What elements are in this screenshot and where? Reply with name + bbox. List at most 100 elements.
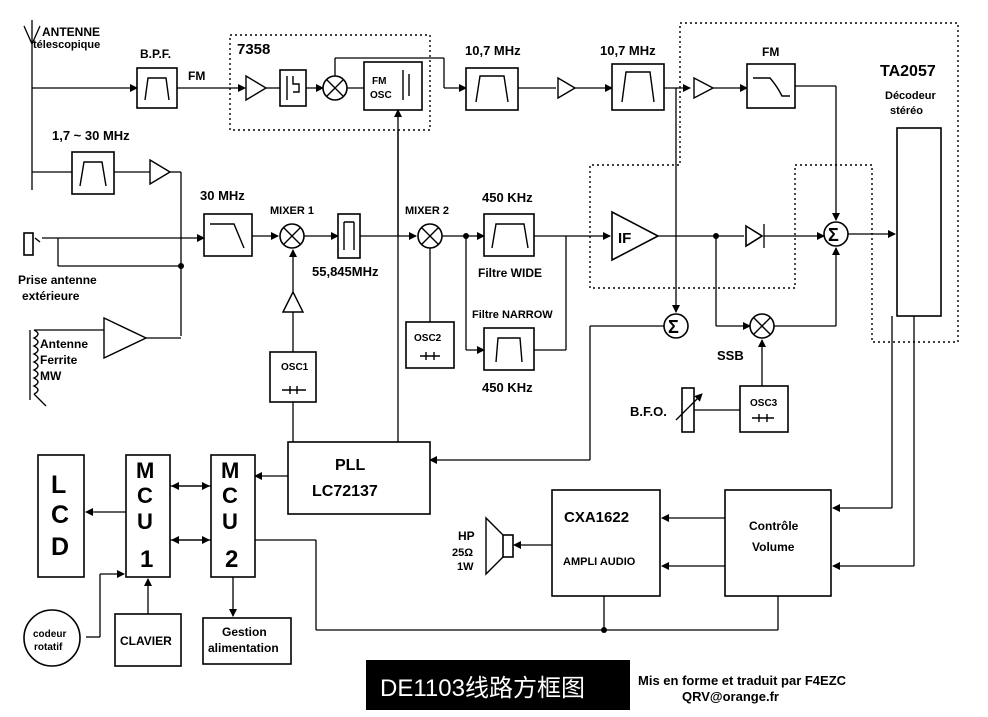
fm-rf-tank [279,69,307,107]
lcd-box [37,454,85,578]
mcu2-char-1: M [221,458,239,483]
clavier-label: CLAVIER [120,634,172,648]
fm-mixer-icon [322,75,348,101]
gestion-label2: alimentation [208,641,279,655]
if-amp-label: IF [618,230,631,247]
bfo-label: B.F.O. [630,404,667,419]
gestion-alim-box [202,617,292,665]
footer-title-bar [366,660,630,710]
fm-osc-label1: FM [372,76,386,87]
narrow-label: Filtre NARROW [472,309,553,321]
osc3-crystal-icon [752,414,774,422]
narrow-freq-label: 450 KHz [482,380,533,395]
hp-ohm-label: 25Ω [452,547,473,559]
if-10-7-label-b: 10,7 MHz [600,43,656,58]
hp-label: HP [458,529,475,543]
svg-text:Σ: Σ [828,225,839,245]
ceramic-filter-10-7-b [611,63,665,111]
rf-amp-icon [245,74,268,102]
mixer1-label: MIXER 1 [270,205,314,217]
lcd-char-3: D [51,533,69,561]
ferrite-label1: Antenne [40,337,88,351]
telescopic-antenna-icon [23,20,41,190]
ferrite-label2: Ferrite [40,353,78,367]
pll-box [287,441,431,515]
pll-label: PLL [335,457,365,474]
pll-chip-label: LC72137 [312,483,378,500]
chip-7358-label: 7358 [237,41,270,58]
osc1-box [269,351,317,403]
osc2-box [405,321,455,369]
crystal-filter-55 [337,213,361,259]
freq-55-label: 55,845MHz [312,264,379,279]
volume-label1: Contrôle [749,519,799,533]
volume-box [724,489,832,597]
osc3-label: OSC3 [750,398,778,409]
if-amp-triangle [611,210,660,262]
mcu1-char-2: C [137,483,153,508]
sw-amp-icon [149,158,172,186]
lowpass-filter [203,213,253,257]
mcu2-char-2: C [222,483,238,508]
antenna-label: ANTENNE [42,25,100,39]
mcu2-char-3: U [222,509,238,534]
hp-watt-label: 1W [457,561,474,573]
antenna-sublabel: télescopique [33,39,100,51]
filter-wide [483,213,535,257]
lcd-char-2: C [51,501,69,529]
ta2057-label: TA2057 [880,63,936,80]
band-filter-label: 1,7 ~ 30 MHz [52,128,130,143]
ferrite-antenna-icon [29,329,104,407]
gestion-label1: Gestion [222,625,267,639]
fm-demod-label: FM [762,45,779,59]
mcu1-box [125,454,171,578]
footer-title: DE1103线路方框图 [380,675,585,702]
cxa1622-box [551,489,661,597]
fm-path-label: FM [188,69,205,83]
fm-osc-label2: OSC [370,90,392,101]
sum-node-main: Σ [823,221,849,247]
ext-antenna-label2: extérieure [22,289,80,303]
cxa1622-label: CXA1622 [564,509,629,526]
osc3-box [739,385,789,433]
ampli-audio-label: AMPLI AUDIO [563,556,636,568]
bpf-filter [136,67,178,109]
am-detector-diode [745,224,764,248]
codeur-rotatif [23,609,81,667]
lpf-30-label: 30 MHz [200,188,245,203]
chip-7358-outline [229,34,431,131]
if-10-7-label-a: 10,7 MHz [465,43,521,58]
ssb-mixer-icon [749,313,775,339]
fm-discriminator [746,63,796,109]
mcu1-char-4: 1 [140,546,153,573]
bfo-potentiometer-icon [675,387,740,433]
footer-credit2: QRV@orange.fr [682,689,779,704]
ceramic-filter-10-7-a [465,67,519,111]
mixer2-label: MIXER 2 [405,205,449,217]
mixer2-icon [417,223,443,249]
mixer1-icon [279,223,305,249]
mcu1-char-1: M [136,458,154,483]
ta2057-sub1: Décodeur [885,90,936,102]
osc1-varicap-icon [282,386,306,394]
ta2057-outline [589,22,959,343]
stereo-decoder [896,127,942,317]
osc2-label: OSC2 [414,333,442,344]
ext-antenna-label1: Prise antenne [18,273,97,287]
mcu1-char-3: U [137,509,153,534]
band-filter [71,151,115,195]
ta2057-sub2: stéréo [890,105,923,117]
sum-node-audio: Σ [663,313,689,339]
osc2-crystal-icon [420,352,440,360]
speaker-icon [485,516,514,576]
wide-freq-label: 450 KHz [482,190,533,205]
footer-credit1: Mis en forme et traduit par F4EZC [638,673,847,688]
lo-buffer-icon [281,290,305,313]
codeur-label2: rotatif [34,642,63,653]
mcu2-box [210,454,256,578]
bpf-label: B.P.F. [140,47,171,61]
clavier-box [114,613,182,667]
mw-amp-icon [103,316,148,360]
if-amp-a-icon [557,76,577,100]
